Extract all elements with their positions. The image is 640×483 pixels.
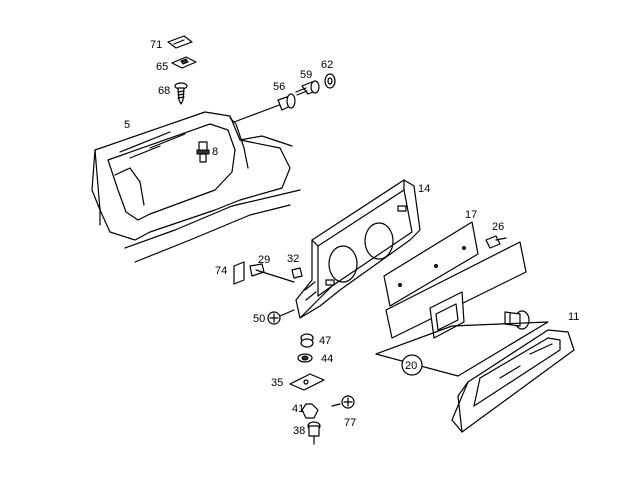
label-part-47: 47 [319,335,331,347]
label-part-68: 68 [158,85,170,97]
label-part-41: 41 [292,403,304,415]
label-part-74: 74 [215,265,227,277]
label-part-38: 38 [293,425,305,437]
latch-panel-part [385,241,527,339]
dashboard-cover-part [91,111,301,263]
spring-nut-part [171,56,197,69]
label-part-20: 20 [405,360,417,372]
label-part-14: 14 [418,183,430,195]
label-part-56: 56 [273,81,285,93]
star-washer-41-part [301,403,319,419]
seal-sheet-part [375,321,549,377]
label-part-29: 29 [258,254,270,266]
label-part-59: 59 [300,69,312,81]
rod-29-part [249,263,295,283]
bushing-part [233,93,296,123]
label-part-65: 65 [156,61,168,73]
label-part-71: 71 [150,39,162,51]
label-part-5: 5 [124,119,130,131]
label-part-32: 32 [287,253,299,265]
label-part-50: 50 [253,313,265,325]
lock-cylinder-part [504,310,530,330]
bracket-35-part [289,373,325,391]
bolt-part [295,80,320,96]
label-part-44: 44 [321,353,333,365]
label-part-35: 35 [271,377,283,389]
label-part-26: 26 [492,221,504,233]
clip-fastener-part [196,141,210,163]
screw-50-part [267,309,295,325]
screw-77-part [331,395,355,409]
label-part-8: 8 [212,146,218,158]
washer-44-part [297,353,313,363]
nut-47-part [300,333,314,348]
screw-32-part [291,267,303,279]
retainer-clip-part [167,35,193,49]
glovebox-frame-part [295,179,421,319]
trim-strip-part [383,221,479,307]
label-part-62: 62 [321,59,333,71]
bolt-38-part [307,421,321,445]
bolt-26-part [485,235,507,249]
label-part-17: 17 [465,209,477,221]
label-part-11: 11 [568,311,579,323]
label-part-77: 77 [344,417,356,429]
screw-part [174,82,188,105]
clip-74-part [233,261,245,285]
washer-part [324,73,336,89]
glovebox-lid-part [451,329,575,433]
